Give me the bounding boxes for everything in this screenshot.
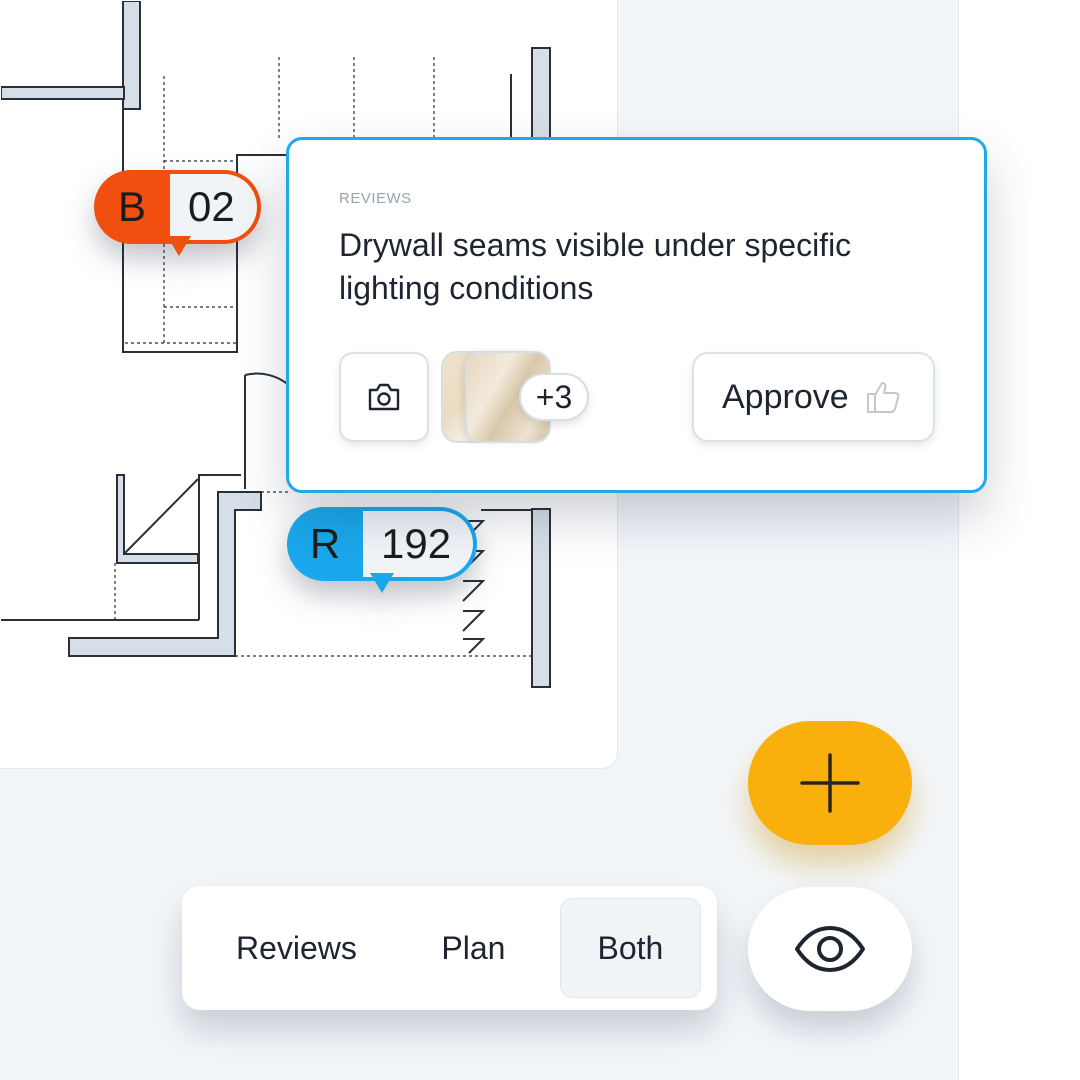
pin-pointer — [370, 573, 394, 593]
view-option-reviews[interactable]: Reviews — [235, 929, 357, 966]
view-mode-toggle: Reviews Plan Both — [182, 886, 717, 1010]
extra-photos-count[interactable]: +3 — [519, 373, 589, 421]
camera-icon — [368, 383, 400, 411]
view-option-both[interactable]: Both — [559, 898, 702, 998]
add-review-button[interactable] — [748, 721, 912, 845]
approve-label: Approve — [722, 377, 849, 416]
camera-button[interactable] — [339, 352, 429, 442]
photo-thumbnails[interactable]: +3 — [441, 351, 601, 443]
section-label: REVIEWS — [339, 190, 412, 207]
thumbs-up-icon — [866, 382, 900, 413]
pin-letter: R — [309, 520, 341, 567]
pin-pointer — [167, 236, 191, 256]
review-pin-b[interactable]: B 02 — [94, 170, 261, 256]
plus-icon — [800, 753, 860, 813]
pin-number: 192 — [363, 511, 474, 577]
review-pin-r[interactable]: R 192 — [287, 507, 478, 593]
review-description: Drywall seams visible under specific lig… — [339, 227, 852, 306]
visibility-button[interactable] — [748, 887, 912, 1011]
pin-letter: B — [117, 183, 146, 230]
view-option-plan[interactable]: Plan — [441, 929, 506, 966]
review-popup: REVIEWS Drywall seams visible under spec… — [286, 137, 987, 493]
eye-icon — [795, 926, 865, 972]
photo-thumbnail[interactable] — [465, 351, 551, 443]
approve-button[interactable]: Approve — [692, 352, 935, 442]
floor-plan-drawing — [1, 1, 551, 688]
pin-number: 02 — [170, 174, 257, 240]
